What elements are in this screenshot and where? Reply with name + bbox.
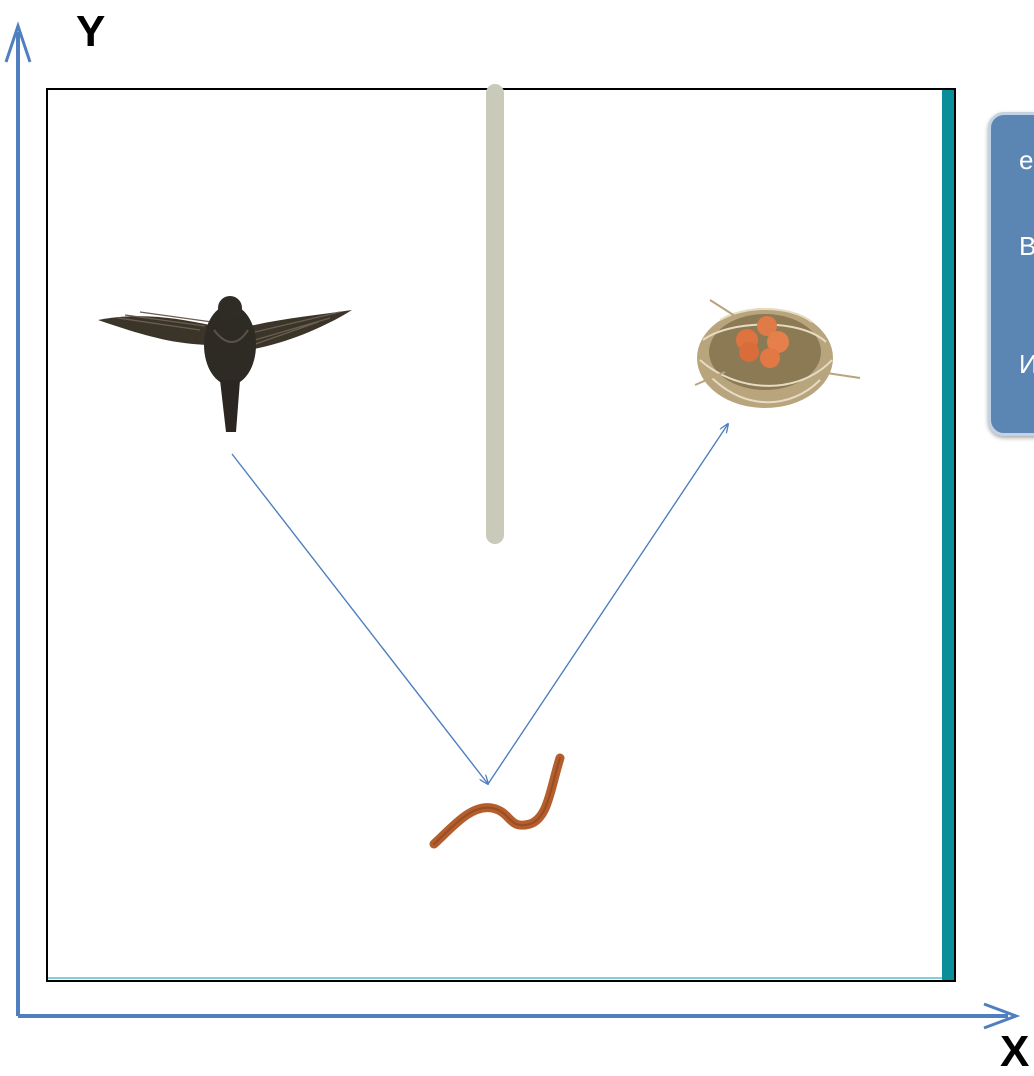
egg xyxy=(760,348,780,368)
side-panel[interactable]: е В И xyxy=(988,112,1034,436)
x-axis-label: X xyxy=(1000,1030,1029,1074)
side-panel-item[interactable]: В xyxy=(1019,233,1034,259)
bird-head xyxy=(218,296,242,320)
y-axis-label: Y xyxy=(76,10,105,54)
side-panel-item[interactable]: И xyxy=(1019,351,1034,377)
side-panel-item[interactable]: е xyxy=(1019,147,1033,173)
egg xyxy=(739,342,759,362)
scene-frame-accent-right xyxy=(942,90,954,980)
